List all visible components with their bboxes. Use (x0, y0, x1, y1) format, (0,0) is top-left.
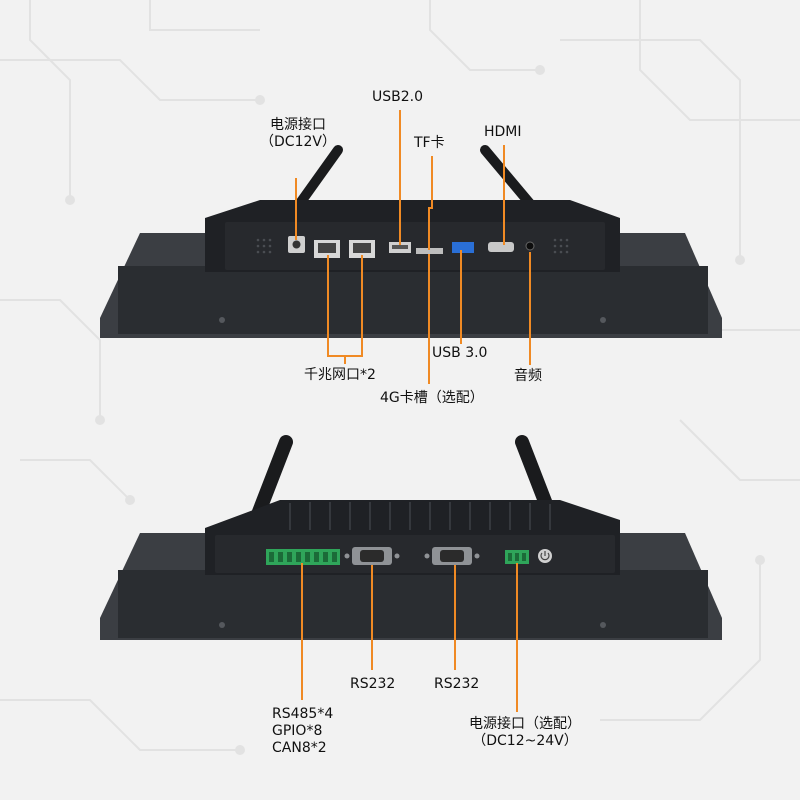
db9-port-icon (344, 547, 400, 565)
antenna-icon (480, 145, 537, 211)
power-port-label: 电源接口 （DC12V） (256, 117, 340, 151)
terminal-block (266, 549, 340, 565)
audio-jack (525, 241, 535, 251)
usb3-port (452, 242, 474, 253)
heatsink-fins (289, 502, 551, 530)
rs232-label-2: RS232 (434, 676, 480, 692)
audio-label: 音频 (514, 368, 542, 384)
io-block-label: RS485*4 GPIO*8 CAN8*2 (272, 706, 333, 757)
rs485-label: RS485*4 (272, 706, 334, 722)
bottom-device-view (100, 435, 722, 640)
top-callout-lines (295, 110, 531, 384)
panel-body (118, 570, 708, 638)
vent-holes (256, 238, 569, 254)
screw (600, 622, 606, 628)
bottom-callout-lines (301, 563, 518, 712)
power-optional-label-line2: （DC12~24V） (472, 733, 578, 749)
lan-label: 千兆网口*2 (304, 367, 376, 383)
screw (219, 622, 225, 628)
power-optional-label: 电源接口（选配） （DC12~24V） (450, 716, 600, 750)
tf-card-slot (416, 248, 443, 254)
usb2-label: USB2.0 (372, 89, 424, 105)
hdmi-port (488, 242, 514, 252)
screw (600, 317, 606, 323)
tf-card-label: TF卡 (414, 135, 445, 151)
io-panel (225, 222, 605, 270)
panel-body (118, 266, 708, 334)
rs232-label-1: RS232 (350, 676, 396, 692)
hdmi-label: HDMI (484, 124, 522, 140)
power-button-icon[interactable] (538, 549, 552, 563)
top-device-view (100, 145, 722, 338)
power-port-label-line1: 电源接口 (270, 117, 326, 133)
4g-slot-label: 4G卡槽（选配） (380, 390, 484, 406)
antenna-icon (293, 145, 343, 211)
power-terminal (505, 550, 529, 564)
db9-port-icon (424, 547, 480, 565)
rj45-port-icon (349, 240, 375, 258)
gpio-label: GPIO*8 (272, 723, 323, 739)
power-port-label-line2: （DC12V） (260, 134, 336, 150)
can-label: CAN8*2 (272, 740, 327, 756)
screw (219, 317, 225, 323)
power-optional-label-line1: 电源接口（选配） (469, 716, 581, 732)
rj45-port-icon (314, 240, 340, 258)
usb3-label: USB 3.0 (432, 345, 488, 361)
